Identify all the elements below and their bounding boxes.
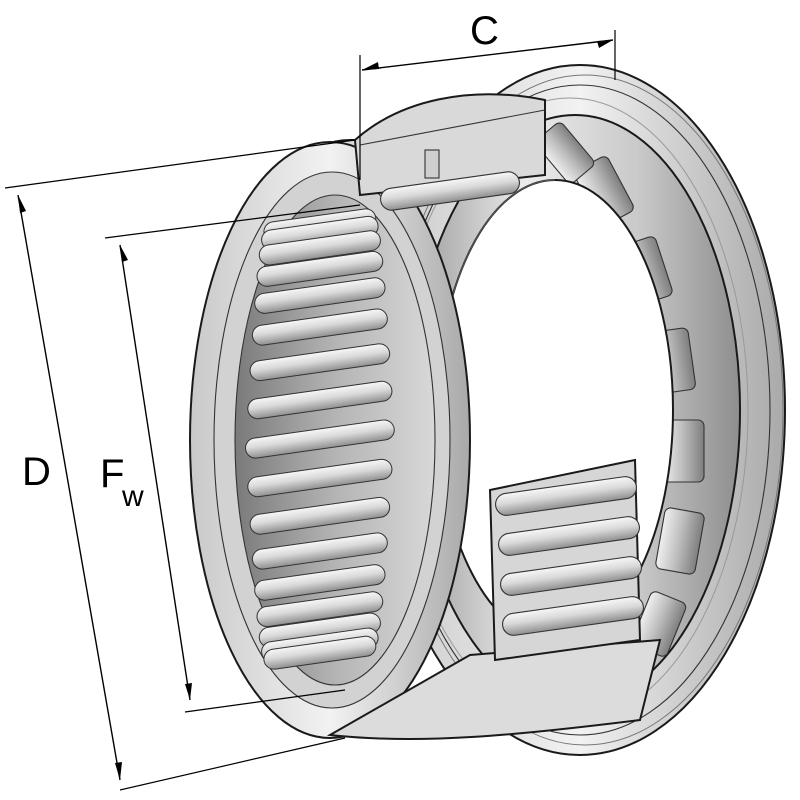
needle-roller (256, 591, 384, 628)
cage-pin (380, 149, 520, 211)
cage-section (488, 458, 644, 662)
needle-roller (254, 277, 386, 314)
needle-roller (263, 635, 377, 670)
dimension-c: C (359, 9, 616, 180)
needle-roller (251, 532, 388, 570)
dimension-fw: F w (100, 204, 361, 713)
dimension-d: D (4, 139, 356, 791)
roller-diameter-label: F (100, 452, 124, 496)
needle-roller (254, 564, 386, 601)
needle-roller (256, 250, 384, 287)
needle-roller (251, 308, 388, 346)
needle-roller (244, 419, 395, 459)
needle-roller (247, 458, 393, 498)
needle-roller (258, 230, 381, 266)
needle-roller (249, 496, 391, 535)
needle-roller (247, 380, 393, 420)
needle-roller (249, 343, 391, 382)
width-label: C (470, 9, 499, 53)
needle-rollers (244, 208, 395, 670)
outer-diameter-label: D (22, 450, 51, 494)
roller-diameter-subscript: w (121, 480, 144, 513)
